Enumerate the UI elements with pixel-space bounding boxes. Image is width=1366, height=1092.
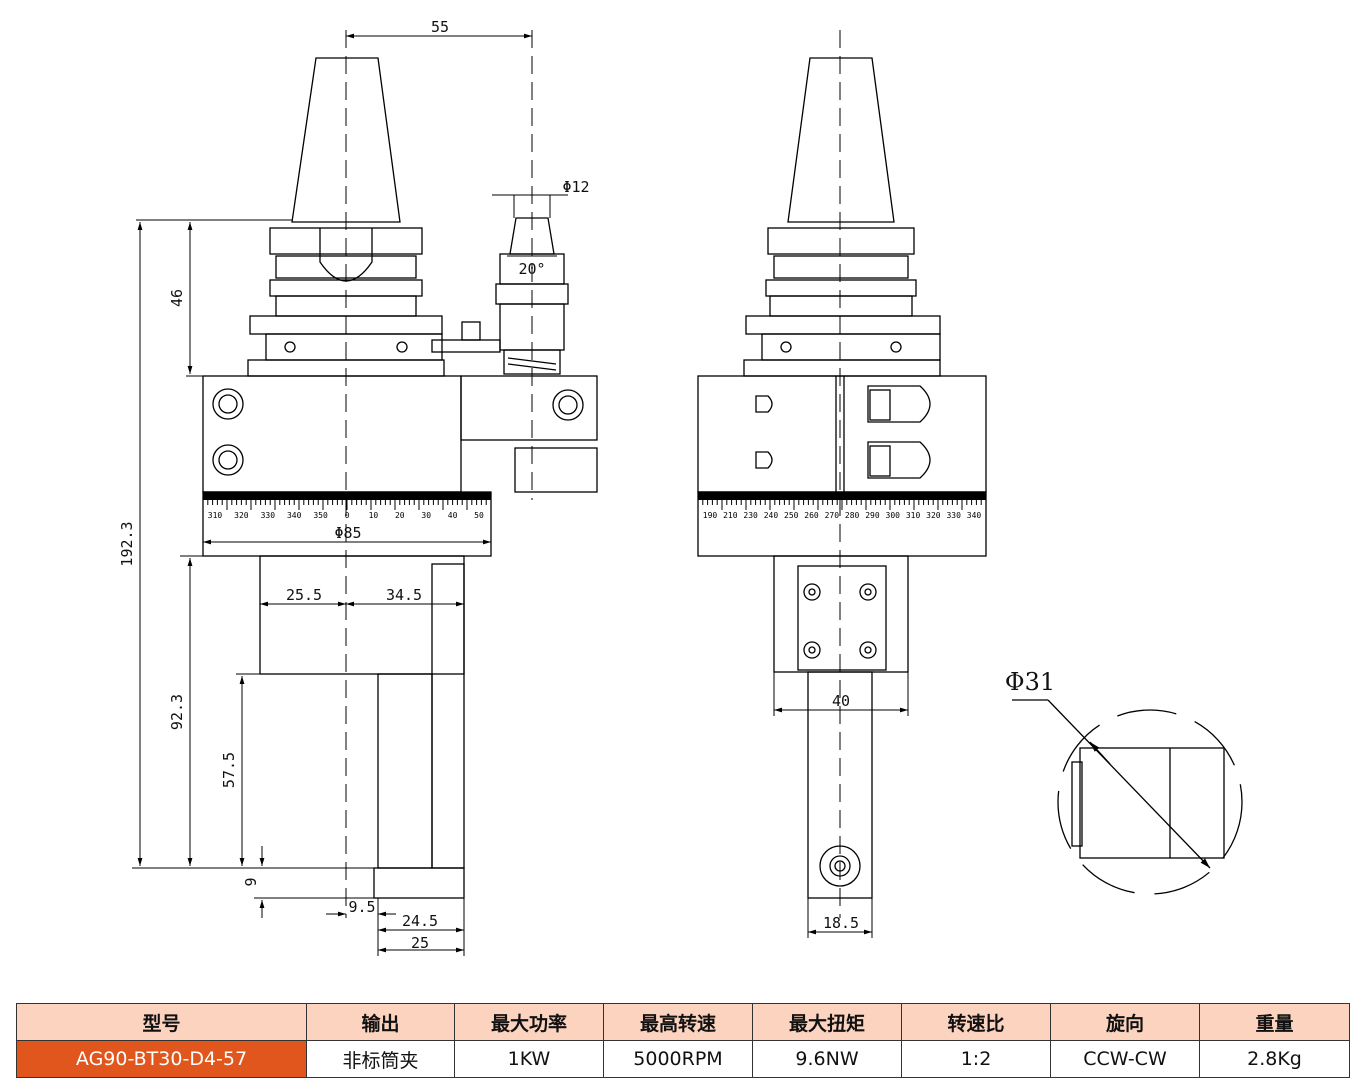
scale-label: 340	[967, 511, 982, 520]
dim-25: 25	[411, 934, 429, 952]
header-weight: 重量	[1199, 1003, 1350, 1041]
header-max-speed: 最高转速	[603, 1003, 753, 1041]
scale-label: 230	[743, 511, 758, 520]
header-ratio: 转速比	[901, 1003, 1051, 1041]
scale-label: 40	[448, 511, 458, 520]
dim-55: 55	[431, 18, 449, 36]
scale-label: 30	[421, 511, 431, 520]
dim-24-5: 24.5	[402, 912, 438, 930]
dim-9-5: 9.5	[348, 898, 375, 916]
header-max-torque: 最大扭矩	[752, 1003, 902, 1041]
scale-label: 330	[946, 511, 961, 520]
scale-label: 260	[804, 511, 819, 520]
scale-label: 190	[703, 511, 718, 520]
scale-label: 0	[345, 511, 350, 520]
header-max-power: 最大功率	[454, 1003, 604, 1041]
dim-phi31: Φ31	[1005, 668, 1055, 696]
value-model: AG90-BT30-D4-57	[16, 1040, 307, 1078]
header-model: 型号	[16, 1003, 307, 1041]
dim-34-5: 34.5	[386, 586, 422, 604]
value-output: 非标筒夹	[306, 1040, 455, 1078]
header-output: 输出	[306, 1003, 455, 1041]
header-rotation: 旋向	[1050, 1003, 1200, 1041]
scale-label: 340	[287, 511, 302, 520]
value-weight: 2.8Kg	[1199, 1040, 1350, 1078]
left-view	[202, 57, 598, 899]
scale-label: 20	[395, 511, 405, 520]
dim-phi85: Φ85	[334, 524, 361, 542]
left-scale-labels: 310 320 330 340 350 0 10 20 30 40 50	[208, 511, 484, 520]
left-scale-ticks	[202, 500, 492, 510]
dim-18-5: 18.5	[823, 914, 859, 932]
scale-label: 300	[886, 511, 901, 520]
right-view	[697, 57, 987, 899]
left-dimensions	[132, 33, 568, 956]
right-scale-band	[698, 492, 986, 500]
technical-drawing: 310 320 330 340 350 0 10 20 30 40 50 55 Φ12 20°	[118, 18, 1243, 956]
value-max-power: 1KW	[454, 1040, 604, 1078]
dim-57: 57.5	[220, 752, 238, 788]
scale-label: 240	[764, 511, 779, 520]
spec-value-row: AG90-BT30-D4-57 非标筒夹 1KW 5000RPM 9.6NW 1…	[16, 1040, 1350, 1078]
dim-9: 9	[242, 877, 260, 886]
right-scale-ticks	[697, 500, 987, 510]
value-max-torque: 9.6NW	[752, 1040, 902, 1078]
detail-view	[1012, 699, 1243, 895]
value-max-speed: 5000RPM	[603, 1040, 753, 1078]
dim-25-5: 25.5	[286, 586, 322, 604]
spec-header-row: 型号 输出 最大功率 最高转速 最大扭矩 转速比 旋向 重量	[16, 1003, 1350, 1041]
scale-label: 210	[723, 511, 738, 520]
spec-table: 型号 输出 最大功率 最高转速 最大扭矩 转速比 旋向 重量 AG90-BT30…	[16, 1003, 1350, 1078]
dim-angle-20: 20°	[518, 260, 545, 278]
scale-label: 10	[369, 511, 379, 520]
right-scale-labels: 190 210 230 240 250 260 270 280 290 300 310 320 330 3…	[703, 511, 982, 520]
scale-label: 50	[474, 511, 484, 520]
scale-label: 290	[865, 511, 880, 520]
scale-label: 320	[926, 511, 941, 520]
value-ratio: 1:2	[901, 1040, 1051, 1078]
dim-92: 92.3	[168, 694, 186, 730]
left-scale-band	[203, 492, 491, 500]
dim-46: 46	[168, 289, 186, 307]
dim-phi12: Φ12	[562, 178, 589, 196]
scale-label: 270	[825, 511, 840, 520]
scale-label: 350	[313, 511, 328, 520]
scale-label: 310	[906, 511, 921, 520]
scale-label: 310	[208, 511, 223, 520]
value-rotation: CCW-CW	[1050, 1040, 1200, 1078]
scale-label: 330	[261, 511, 276, 520]
scale-label: 280	[845, 511, 860, 520]
scale-label: 320	[234, 511, 249, 520]
dim-192: 192.3	[118, 521, 136, 566]
scale-label: 250	[784, 511, 799, 520]
dim-40: 40	[832, 692, 850, 710]
right-dimensions	[773, 672, 909, 938]
